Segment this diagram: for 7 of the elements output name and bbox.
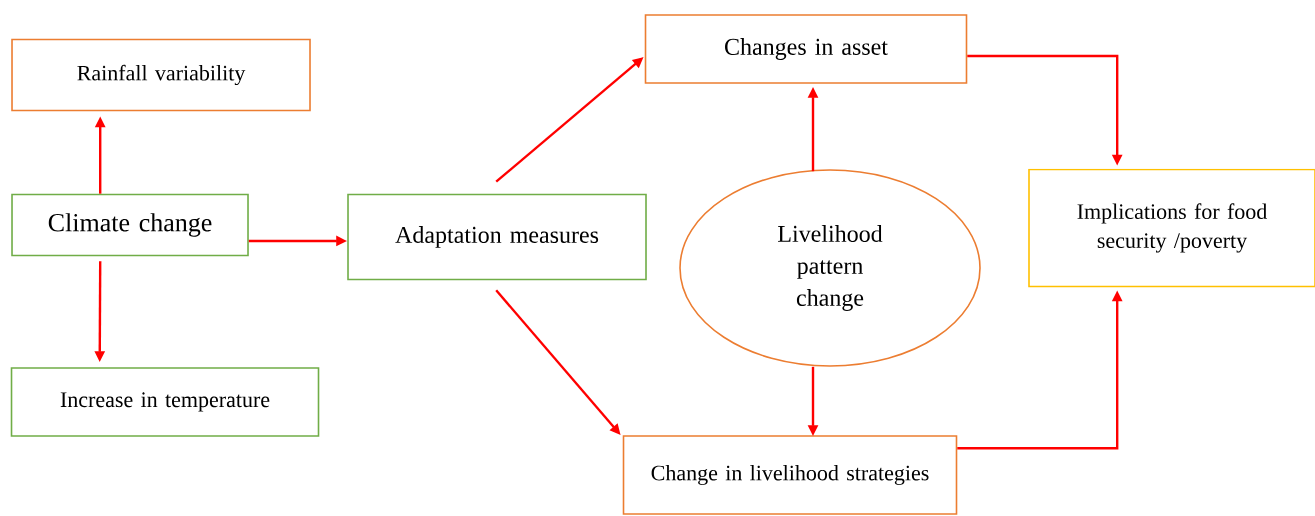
process-box: Rainfall variability: [11, 38, 311, 112]
process-box: Climate change: [11, 193, 249, 257]
process-box: Increase in temperature: [10, 367, 320, 437]
process-box: Implications for food security /poverty: [1028, 168, 1315, 288]
process-box: Changes in asset: [644, 14, 968, 84]
process-box: Adaptation measures: [347, 193, 647, 281]
process-box: Change in livelihood strategies: [622, 435, 958, 515]
